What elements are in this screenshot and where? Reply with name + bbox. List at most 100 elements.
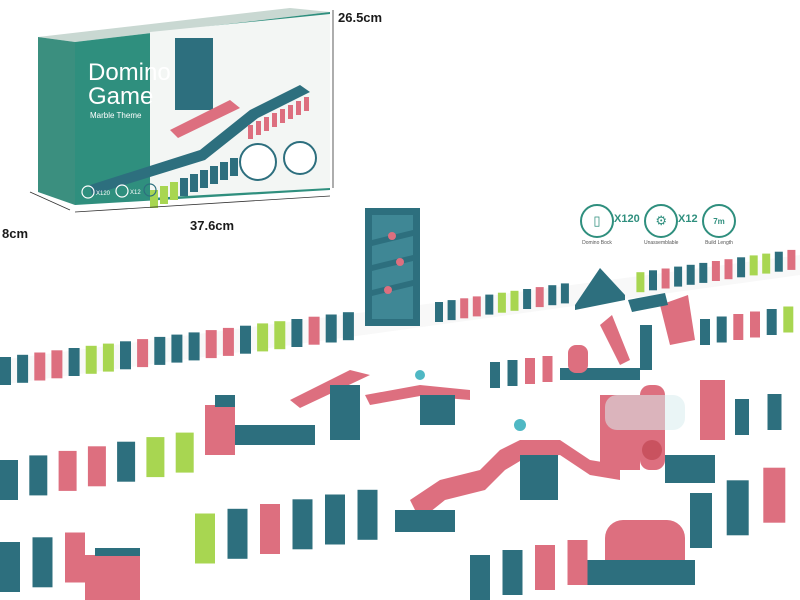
domino-piece <box>171 334 183 363</box>
domino-piece <box>85 345 97 374</box>
domino-piece <box>472 296 481 317</box>
box-title-line1: Domino <box>88 59 171 86</box>
domino-piece <box>175 432 194 473</box>
dimension-width-label: 37.6cm <box>190 218 235 233</box>
domino-piece <box>749 255 758 276</box>
domino-piece <box>762 253 771 274</box>
dimension-height-label: 26.5cm <box>338 10 383 25</box>
domino-piece <box>690 493 712 548</box>
domino-piece <box>292 499 313 550</box>
domino-piece <box>523 289 532 309</box>
feature-gear-qty: X12 <box>678 213 698 225</box>
dimension-lines <box>29 10 334 213</box>
domino-piece <box>661 268 670 289</box>
domino-piece <box>291 319 303 347</box>
domino-icon: ▯ <box>580 204 614 238</box>
domino-piece <box>117 441 136 482</box>
domino-piece <box>188 332 200 361</box>
domino-piece <box>750 311 760 338</box>
domino-piece <box>51 350 63 379</box>
domino-piece <box>274 321 286 350</box>
feature-domino-qty: X120 <box>614 213 640 225</box>
domino-piece <box>357 489 378 540</box>
domino-piece <box>490 362 500 388</box>
domino-piece <box>68 348 80 376</box>
box-domino-icon <box>81 185 95 199</box>
domino-piece <box>257 323 269 352</box>
box-title-line2: Game <box>88 83 153 110</box>
domino-piece <box>783 306 794 333</box>
domino-piece <box>137 339 149 368</box>
feature-track: 7m Build Length <box>702 204 736 246</box>
domino-piece <box>32 537 53 588</box>
domino-piece <box>58 450 77 491</box>
domino-piece <box>17 354 29 383</box>
domino-piece <box>222 327 234 356</box>
domino-piece <box>0 357 11 385</box>
bridge-ramp <box>575 268 625 310</box>
domino-piece <box>502 550 523 595</box>
domino-piece <box>195 513 215 564</box>
domino-piece <box>649 270 657 291</box>
domino-piece <box>535 287 544 308</box>
domino-piece <box>733 314 744 340</box>
pink-slide-set <box>205 370 470 455</box>
domino-piece <box>240 325 251 354</box>
domino-piece <box>0 460 18 500</box>
domino-piece <box>787 249 796 270</box>
domino-piece <box>567 540 588 585</box>
wave-ramp-set <box>395 380 725 532</box>
domino-piece <box>102 343 114 372</box>
domino-piece <box>716 316 727 343</box>
domino-piece <box>227 508 248 559</box>
box-track-icon <box>143 183 157 197</box>
domino-piece <box>674 266 683 287</box>
feature-track-qty: 7m <box>713 216 725 226</box>
domino-piece <box>0 542 20 592</box>
domino-piece <box>711 261 720 281</box>
domino-piece <box>34 352 46 381</box>
domino-piece <box>435 302 443 322</box>
domino-piece <box>485 294 494 315</box>
feature-domino-label: Domino Bock <box>582 240 612 246</box>
domino-piece <box>699 262 708 283</box>
domino-piece <box>763 467 786 523</box>
feature-domino: ▯ X120 Domino Bock <box>580 204 640 246</box>
domino-piece <box>447 300 456 321</box>
gear-icon: ⚙ <box>644 204 679 238</box>
domino-rows <box>0 249 796 600</box>
domino-piece <box>542 356 553 382</box>
box-badge-qty-2: X12 <box>130 190 141 196</box>
domino-piece <box>87 446 106 487</box>
domino-piece <box>470 555 490 600</box>
box-badge-qty-1: X120 <box>96 191 111 197</box>
domino-piece <box>735 399 749 435</box>
domino-piece <box>260 504 280 554</box>
domino-piece <box>724 259 733 280</box>
domino-piece <box>29 455 48 496</box>
domino-piece <box>548 285 557 306</box>
domino-piece <box>636 272 645 293</box>
track-icon: 7m <box>702 204 736 238</box>
box-gear-icon <box>115 184 129 198</box>
box-badges: X120 X12 <box>81 183 157 199</box>
domino-piece <box>146 437 165 478</box>
domino-piece <box>560 283 569 304</box>
domino-piece <box>700 319 710 345</box>
feature-gear-label: Unassemblable <box>644 240 679 246</box>
domino-piece <box>325 494 345 545</box>
domino-piece <box>737 257 746 278</box>
product-box: Domino Game Marble Theme X120 X12 <box>38 8 330 208</box>
domino-piece <box>120 341 131 370</box>
domino-piece <box>154 336 166 365</box>
domino-piece <box>308 316 320 345</box>
domino-piece <box>507 360 518 386</box>
domino-piece <box>525 358 535 384</box>
marble-tower <box>365 208 420 326</box>
domino-piece <box>766 309 777 335</box>
domino-piece <box>535 545 555 590</box>
domino-piece <box>510 290 519 311</box>
bottom-pieces <box>85 520 695 600</box>
feature-gear: ⚙ X12 Unassemblable <box>644 204 698 246</box>
